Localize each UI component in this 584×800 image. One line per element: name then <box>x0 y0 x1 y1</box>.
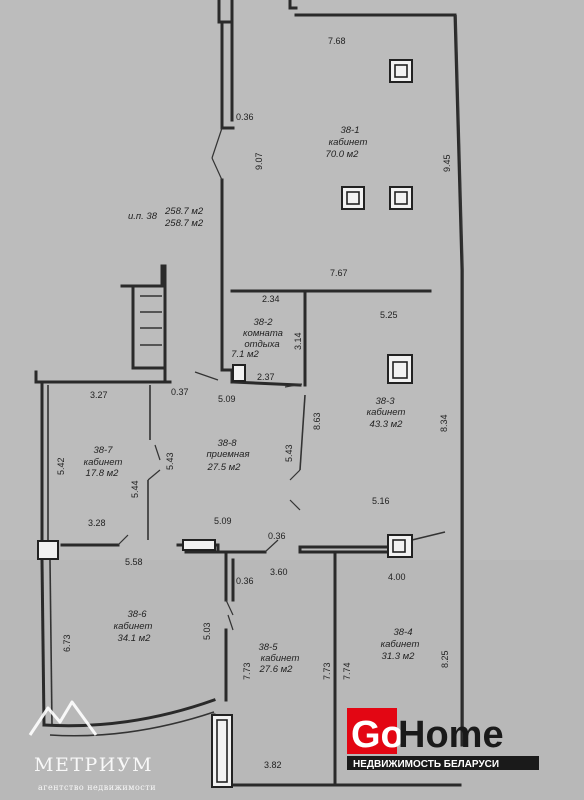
dim-label: 6.73 <box>62 634 72 652</box>
dim-label: 4.00 <box>388 572 406 582</box>
dim-label: 0.36 <box>236 112 254 122</box>
gohome-home-text: Home <box>398 714 504 756</box>
svg-text:отдыха: отдыха <box>244 339 279 350</box>
gohome-go-text: Go <box>351 714 404 756</box>
svg-text:258.7 м2: 258.7 м2 <box>164 218 204 229</box>
svg-text:кабинет: кабинет <box>261 653 300 664</box>
dim-label: 5.58 <box>125 557 143 567</box>
room-label-38-2: 38-2 комната отдыха 7.1 м2 <box>231 317 283 360</box>
svg-text:38-4: 38-4 <box>393 627 412 638</box>
dim-label: 7.74 <box>342 662 352 680</box>
svg-text:кабинет: кабинет <box>84 457 123 468</box>
svg-text:34.1 м2: 34.1 м2 <box>118 633 152 644</box>
dim-label: 7.73 <box>242 662 252 680</box>
gohome-subtitle-bar <box>347 756 539 770</box>
dim-label: 5.42 <box>56 457 66 475</box>
dim-label: 5.03 <box>202 622 212 640</box>
room-label-38-8: 38-8 приемная 27.5 м2 <box>206 438 249 473</box>
dim-label: 8.34 <box>439 414 449 432</box>
dim-label: 5.16 <box>372 496 390 506</box>
room-label-38-4: 38-4 кабинет 31.3 м2 <box>381 627 420 662</box>
dim-label: 3.82 <box>264 760 282 770</box>
dim-label: 0.36 <box>268 531 286 541</box>
gohome-logo: Go Home НЕДВИЖИМОСТЬ БЕЛАРУСИ <box>347 708 539 770</box>
dimension-labels: 7.68 0.36 9.07 9.45 7.67 2.34 5.25 3.14 … <box>56 36 452 770</box>
room-label-38-1: 38-1 кабинет 70.0 м2 <box>326 125 368 160</box>
metrium-watermark: МЕТРИУМ агентство недвижимости <box>28 700 156 792</box>
dim-label: 5.25 <box>380 310 398 320</box>
svg-text:7.1 м2: 7.1 м2 <box>231 349 259 360</box>
dim-label: 5.43 <box>284 444 294 462</box>
svg-text:38-1: 38-1 <box>340 125 359 136</box>
dim-label: 5.09 <box>218 394 236 404</box>
dim-label: 8.25 <box>440 650 450 668</box>
svg-text:31.3 м2: 31.3 м2 <box>382 651 416 662</box>
svg-text:27.5 м2: 27.5 м2 <box>207 462 242 473</box>
gohome-subtitle: НЕДВИЖИМОСТЬ БЕЛАРУСИ <box>353 759 499 770</box>
room-label-38-3: 38-3 кабинет 43.3 м2 <box>367 396 406 430</box>
svg-text:38-2: 38-2 <box>253 317 273 328</box>
metrium-logo-icon <box>28 700 98 736</box>
svg-text:258.7 м2: 258.7 м2 <box>164 206 204 217</box>
svg-text:комната: комната <box>243 328 283 339</box>
svg-text:38-3: 38-3 <box>375 396 395 407</box>
svg-text:38-6: 38-6 <box>127 609 147 620</box>
svg-text:27.6 м2: 27.6 м2 <box>259 664 294 675</box>
total-area-label: и.п. 38 258.7 м2 258.7 м2 <box>128 206 204 229</box>
svg-text:38-8: 38-8 <box>217 438 237 449</box>
svg-text:38-5: 38-5 <box>258 642 278 653</box>
svg-text:и.п. 38: и.п. 38 <box>128 211 158 222</box>
svg-text:43.3 м2: 43.3 м2 <box>370 419 404 430</box>
room-label-38-6: 38-6 кабинет 34.1 м2 <box>114 609 153 644</box>
room-label-38-7: 38-7 кабинет 17.8 м2 <box>84 445 123 479</box>
dim-label: 5.44 <box>130 480 140 498</box>
svg-text:кабинет: кабинет <box>114 621 153 632</box>
dim-label: 3.14 <box>293 332 303 350</box>
dim-label: 7.68 <box>328 36 346 46</box>
svg-text:кабинет: кабинет <box>329 137 368 148</box>
dim-label: 2.37 <box>257 372 275 382</box>
dim-label: 8.63 <box>312 412 322 430</box>
gohome-red-block <box>347 708 397 754</box>
dim-label: 9.07 <box>254 152 264 170</box>
dim-label: 3.27 <box>90 390 108 400</box>
svg-text:кабинет: кабинет <box>367 407 406 418</box>
svg-text:17.8 м2: 17.8 м2 <box>86 468 120 479</box>
metrium-subtitle: агентство недвижимости <box>38 783 156 792</box>
svg-text:38-7: 38-7 <box>93 445 113 456</box>
dim-label: 7.73 <box>322 662 332 680</box>
metrium-name: МЕТРИУМ <box>34 754 153 776</box>
svg-text:70.0 м2: 70.0 м2 <box>326 149 360 160</box>
dim-label: 9.45 <box>442 154 452 172</box>
dim-label: 3.28 <box>88 518 106 528</box>
dim-label: 0.36 <box>236 576 254 586</box>
room-label-38-5: 38-5 кабинет 27.6 м2 <box>258 642 299 675</box>
dim-label: 7.67 <box>330 268 348 278</box>
dim-label: 0.37 <box>171 387 189 397</box>
dim-label: 5.09 <box>214 516 232 526</box>
dim-label: 2.34 <box>262 294 280 304</box>
dim-label: 3.60 <box>270 567 288 577</box>
svg-text:кабинет: кабинет <box>381 639 420 650</box>
doors <box>117 127 303 631</box>
columns <box>37 59 413 788</box>
dim-label: 5.43 <box>165 452 175 470</box>
svg-text:приемная: приемная <box>206 449 249 460</box>
